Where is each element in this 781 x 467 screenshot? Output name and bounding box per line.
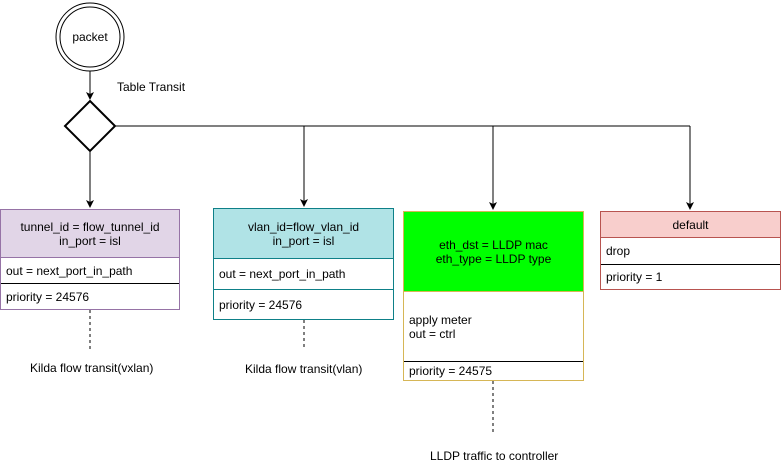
rule-4-match: default (601, 212, 780, 238)
rule-2-action: out = next_port_in_path (214, 259, 393, 290)
rule-2-match-line-2: in_port = isl (272, 233, 335, 248)
rule-1-priority: priority = 24576 (6, 289, 90, 304)
rule-4-match-line-1: default (672, 217, 709, 232)
rule-4-priority: priority = 1 (606, 270, 663, 284)
rule-1-match-line-2: in_port = isl (59, 233, 121, 248)
decision-label: Table Transit (117, 80, 186, 94)
rule-1-action: out = next_port_in_path (1, 258, 179, 284)
start-node-inner (59, 6, 121, 68)
rule-4-action: drop (601, 238, 780, 265)
rule-4-action-line-1: drop (606, 244, 631, 258)
rule-1-match: tunnel_id = flow_tunnel_id in_port = isl (1, 210, 179, 258)
rule-3-action: apply meter out = ctrl (404, 292, 583, 362)
rule-4-table[interactable]: default drop priority = 1 (600, 211, 781, 290)
rule-3-action-line-1: apply meter (409, 312, 472, 327)
rule-3-match-line-2: eth_type = LLDP type (435, 251, 552, 266)
rule-3-note: LLDP traffic to controller (430, 449, 559, 463)
rule-2-match-line-1: vlan_id=flow_vlan_id (247, 219, 360, 234)
decision-diamond[interactable] (63, 99, 117, 153)
rule-3-table[interactable]: eth_dst = LLDP mac eth_type = LLDP type … (403, 211, 584, 381)
rule-2-note: Kilda flow transit(vlan) (245, 362, 363, 376)
rule-3-priority: priority = 24575 (409, 364, 493, 378)
start-node-label: packet (72, 30, 108, 44)
rule-2-table[interactable]: vlan_id=flow_vlan_id in_port = isl out =… (213, 208, 394, 320)
rule-2-match: vlan_id=flow_vlan_id in_port = isl (214, 209, 393, 259)
rule-1-action-line-1: out = next_port_in_path (6, 263, 133, 278)
rule-2-action-line-1: out = next_port_in_path (219, 267, 346, 281)
rule-3-match: eth_dst = LLDP mac eth_type = LLDP type (404, 212, 583, 292)
rule-1-note: Kilda flow transit(vxlan) (30, 361, 154, 375)
rule-1-match-line-1: tunnel_id = flow_tunnel_id (20, 219, 160, 234)
rule-3-match-line-1: eth_dst = LLDP mac (439, 237, 548, 252)
rule-1-table[interactable]: tunnel_id = flow_tunnel_id in_port = isl… (0, 209, 180, 310)
rule-2-priority: priority = 24576 (219, 297, 303, 312)
rule-3-action-line-2: out = ctrl (409, 326, 456, 341)
